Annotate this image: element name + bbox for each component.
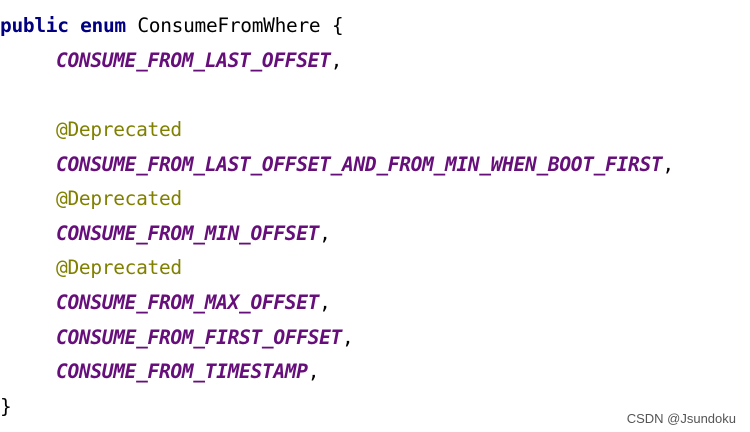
enum-constant: CONSUME_FROM_TIMESTAMP xyxy=(56,360,308,383)
code-line-9: CONSUME_FROM_TIMESTAMP, xyxy=(0,355,319,389)
code-line-3: CONSUME_FROM_LAST_OFFSET_AND_FROM_MIN_WH… xyxy=(0,148,674,182)
enum-constant: CONSUME_FROM_MIN_OFFSET xyxy=(56,222,320,245)
open-brace: { xyxy=(331,14,344,37)
code-line-2: @Deprecated xyxy=(0,113,182,147)
keyword-public: public xyxy=(0,14,69,37)
comma: , xyxy=(330,49,343,72)
deprecated-annotation: @Deprecated xyxy=(56,118,182,141)
enum-name: ConsumeFromWhere xyxy=(137,14,321,37)
deprecated-annotation: @Deprecated xyxy=(56,256,182,279)
watermark: CSDN @Jsundoku xyxy=(626,411,736,426)
close-brace: } xyxy=(0,395,12,418)
enum-constant: CONSUME_FROM_LAST_OFFSET xyxy=(56,49,331,72)
comma: , xyxy=(307,360,320,383)
code-line-1: CONSUME_FROM_LAST_OFFSET, xyxy=(0,44,342,78)
comma: , xyxy=(319,222,331,245)
deprecated-annotation: @Deprecated xyxy=(56,187,182,210)
closing-brace-line: } xyxy=(0,390,12,424)
code-line-8: CONSUME_FROM_FIRST_OFFSET, xyxy=(0,321,354,355)
enum-constant: CONSUME_FROM_FIRST_OFFSET xyxy=(56,326,343,349)
code-line-4: @Deprecated xyxy=(0,182,182,216)
code-line-7: CONSUME_FROM_MAX_OFFSET, xyxy=(0,286,331,320)
code-line-6: @Deprecated xyxy=(0,251,182,285)
code-line-5: CONSUME_FROM_MIN_OFFSET, xyxy=(0,217,331,251)
comma: , xyxy=(319,291,331,314)
comma: , xyxy=(342,326,354,349)
enum-declaration-line: public enum ConsumeFromWhere { xyxy=(0,9,344,43)
enum-constant: CONSUME_FROM_MAX_OFFSET xyxy=(56,291,320,314)
keyword-enum: enum xyxy=(80,14,126,37)
comma: , xyxy=(662,153,674,176)
enum-constant: CONSUME_FROM_LAST_OFFSET_AND_FROM_MIN_WH… xyxy=(56,153,663,176)
